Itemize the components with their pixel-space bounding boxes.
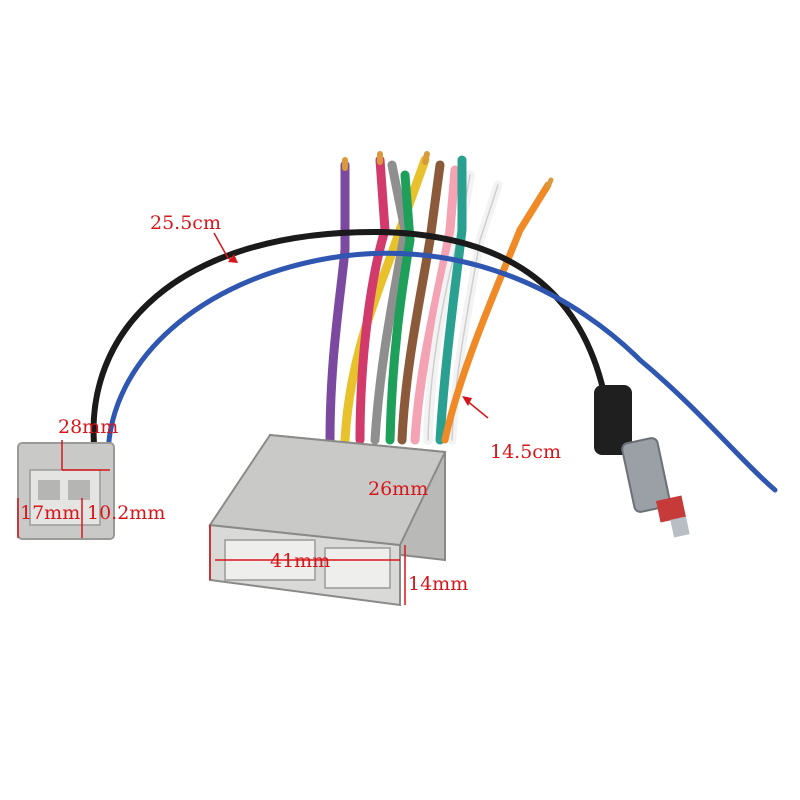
small-height-label: 17mm xyxy=(20,502,81,524)
antenna-cables xyxy=(90,228,778,493)
small-depth-label: 10.2mm xyxy=(87,502,166,524)
small-connector xyxy=(17,442,115,540)
large-width-label: 41mm xyxy=(270,550,331,572)
small-width-label: 28mm xyxy=(58,416,119,438)
antenna-plug xyxy=(594,385,690,538)
large-depth-label: 14mm xyxy=(408,573,469,595)
cable-length-label: 25.5cm xyxy=(150,212,221,234)
dimension-guides xyxy=(17,232,489,605)
wire-length-label: 14.5cm xyxy=(490,441,561,463)
large-height-label: 26mm xyxy=(368,478,429,500)
